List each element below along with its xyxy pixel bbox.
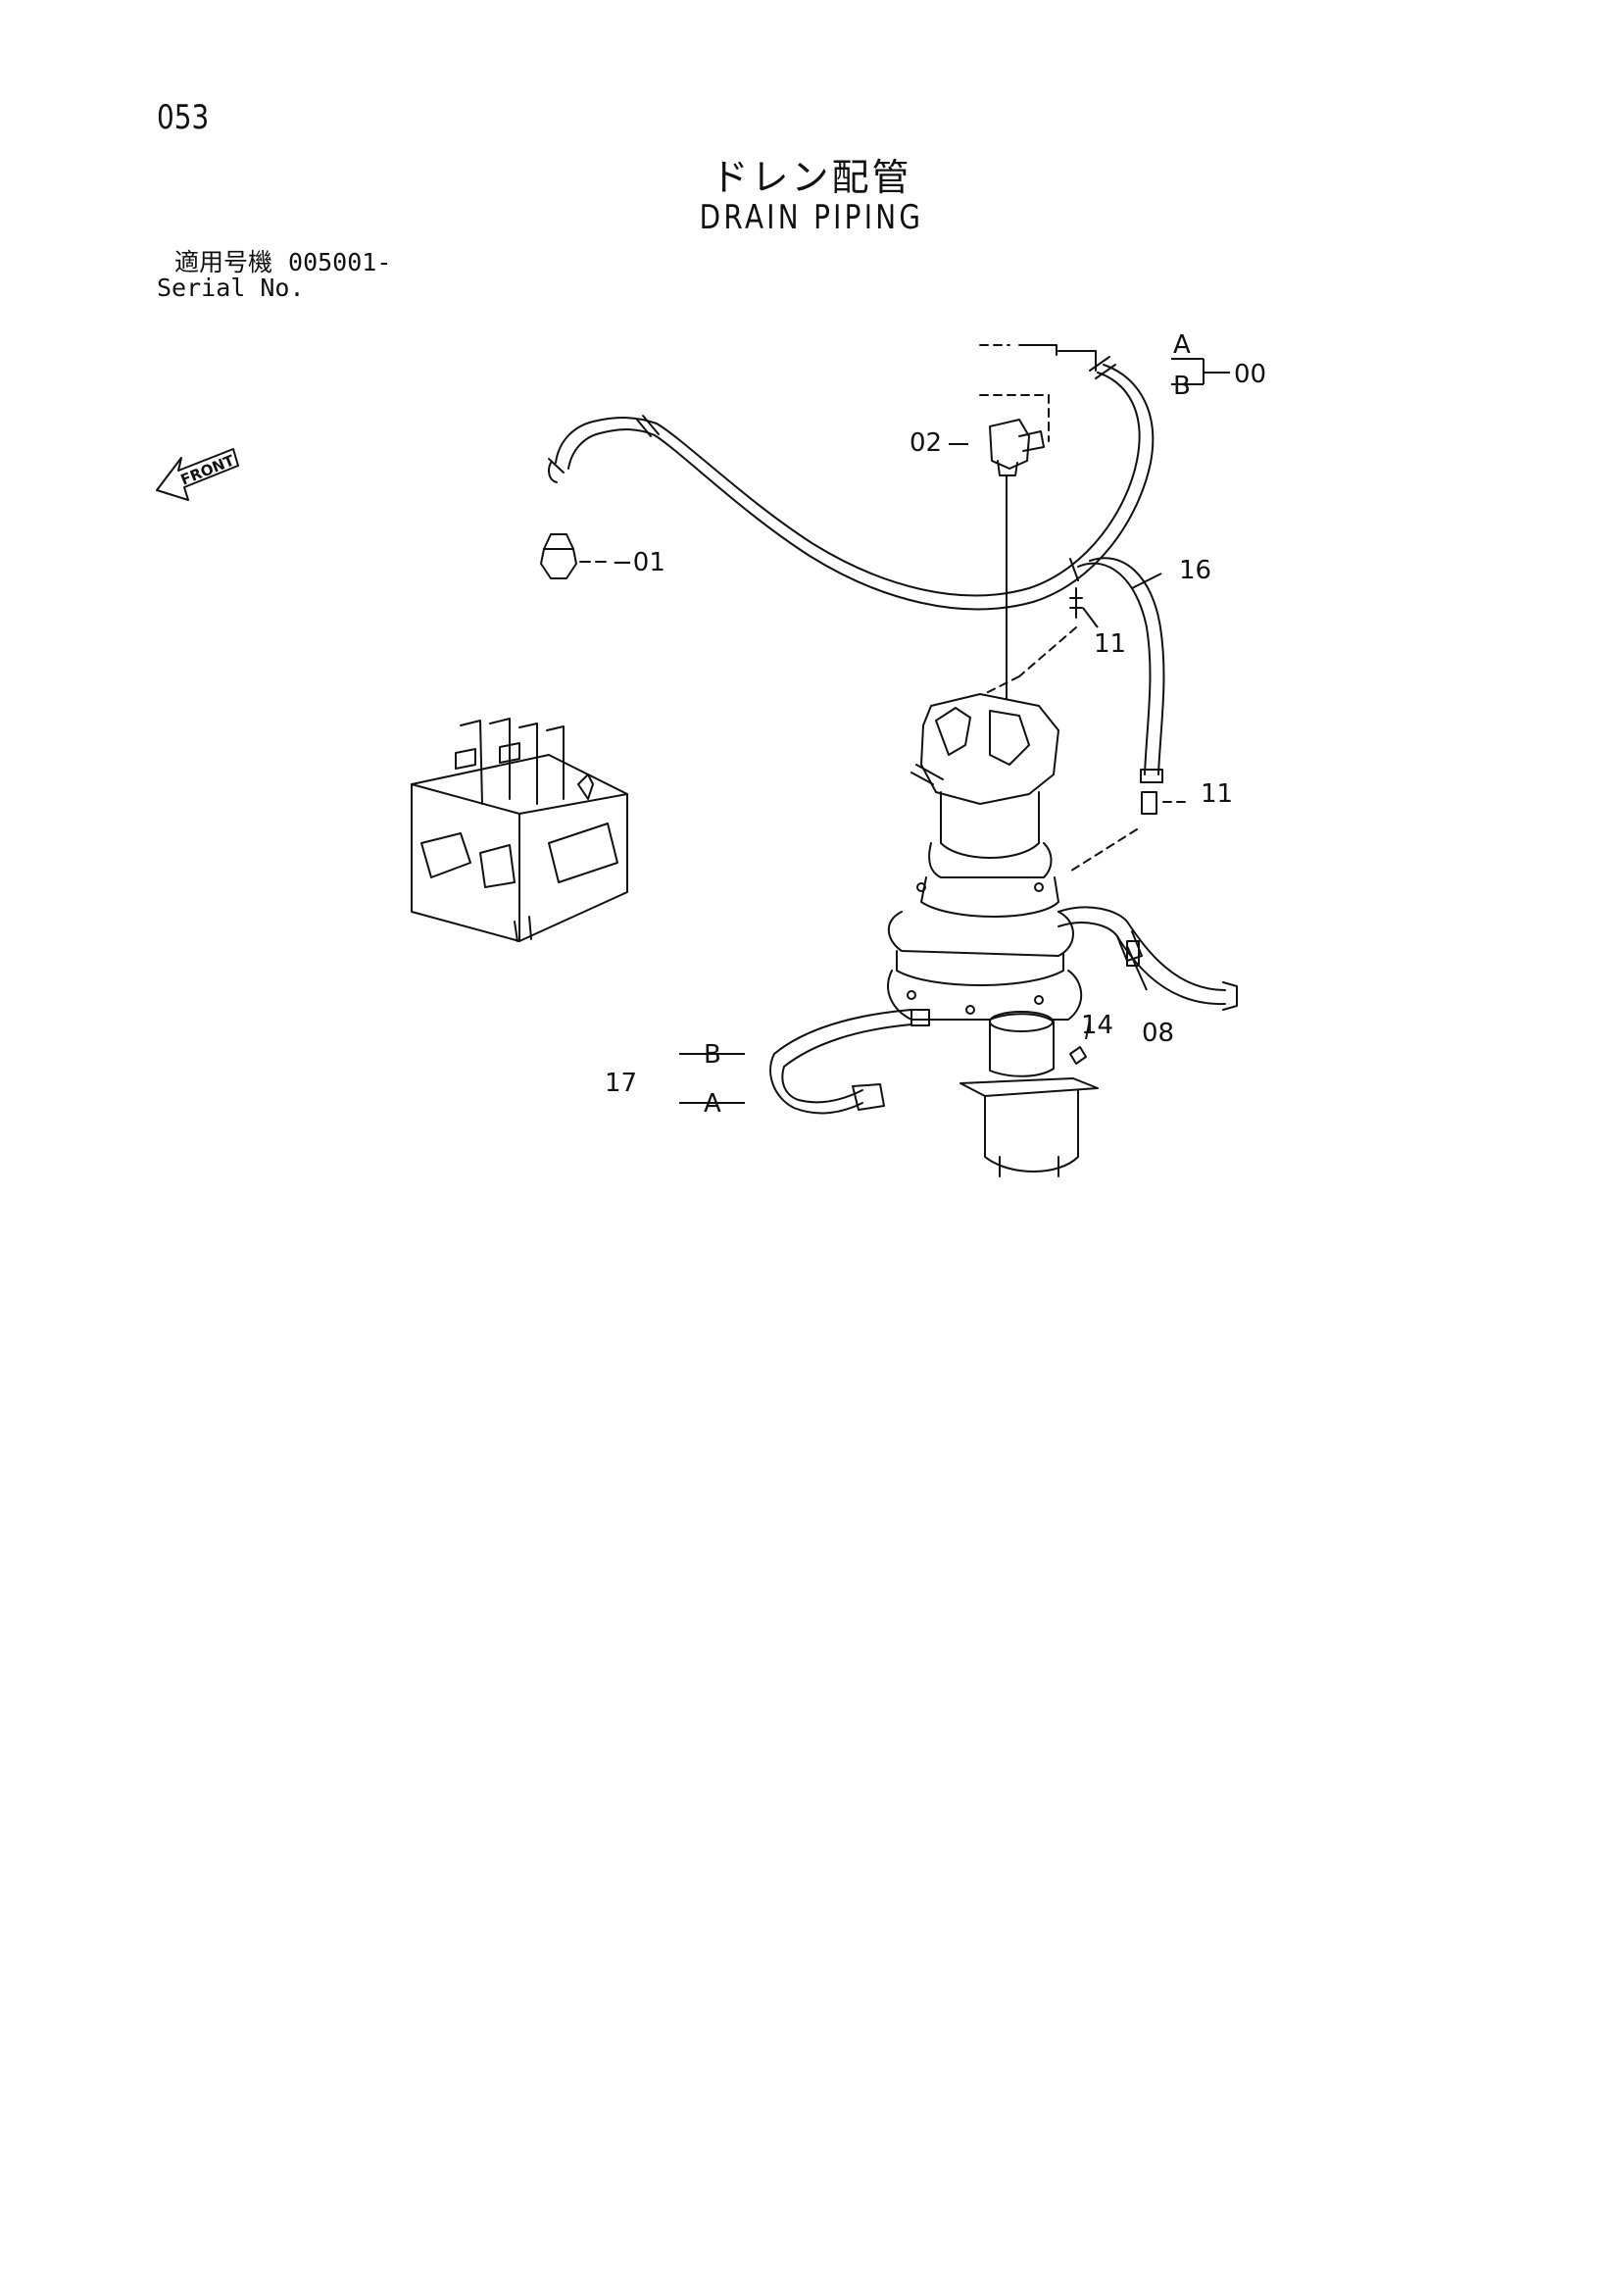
serial-label-english: Serial No. xyxy=(157,274,305,302)
hose-16 xyxy=(1069,557,1165,783)
page-number: 053 xyxy=(157,98,210,137)
serial-number-block: 適用号機 005001- Serial No. xyxy=(157,250,391,301)
callout-b-bottom: B xyxy=(704,1040,721,1070)
callout-a-bottom: A xyxy=(704,1089,721,1119)
callout-14: 14 xyxy=(1081,1011,1113,1040)
callout-01: −01 xyxy=(612,548,665,577)
front-arrow-icon: FRONT xyxy=(156,448,239,501)
callout-02: 02 xyxy=(910,428,942,458)
hose-17 xyxy=(769,1009,930,1115)
callout-b-top: B xyxy=(1173,372,1191,401)
swivel-joint xyxy=(959,1011,1099,1177)
callout-a-top: A xyxy=(1173,330,1191,360)
serial-value: 005001- xyxy=(288,248,392,276)
swing-motor-assembly xyxy=(887,693,1083,1021)
callout-00: 00 xyxy=(1234,360,1266,389)
elbow-fitting xyxy=(989,419,1045,476)
page-title-japanese: ドレン配管 xyxy=(711,156,912,199)
serial-label-japanese: 適用号機 xyxy=(174,248,273,276)
plug-fitting xyxy=(540,533,577,579)
hose-08 xyxy=(1057,906,1238,1011)
front-label: FRONT xyxy=(178,451,238,488)
drain-hose-top xyxy=(548,344,1155,611)
control-valve xyxy=(411,718,628,942)
callout-17: 17 xyxy=(605,1069,637,1098)
callout-16: 16 xyxy=(1179,556,1211,585)
callout-08: 08 xyxy=(1142,1019,1174,1048)
callout-11-upper: 11 xyxy=(1094,629,1126,659)
callout-11-lower: 11 xyxy=(1201,779,1233,809)
page-title-english: DRAIN PIPING xyxy=(699,198,924,237)
